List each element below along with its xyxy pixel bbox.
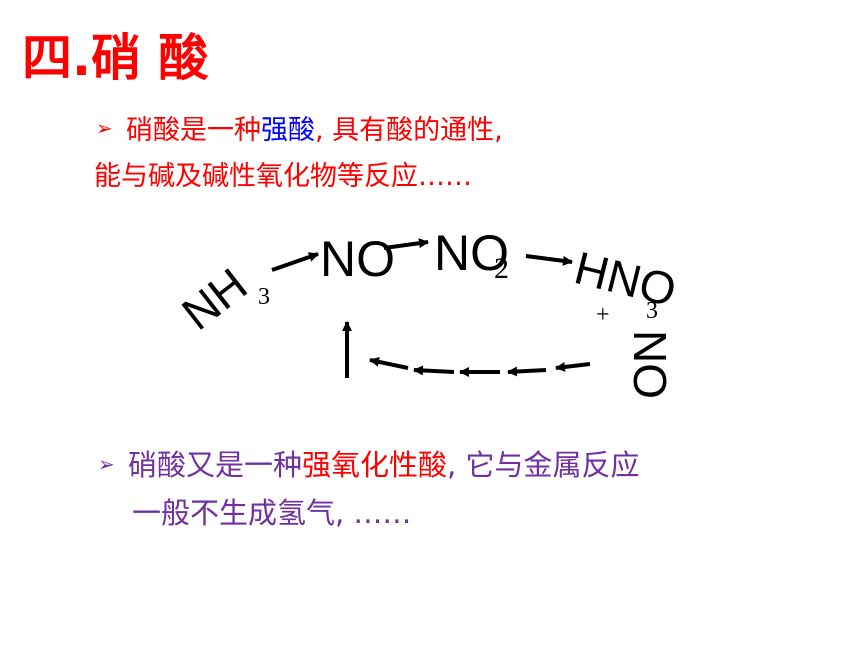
- plus-sign: +: [596, 302, 610, 328]
- formula-no2: NO: [434, 225, 509, 281]
- arrow-return-1: [555, 361, 591, 372]
- arrow-no2-to-hno3: [525, 254, 573, 266]
- formula-nh3: NH: [172, 258, 256, 340]
- arrow-return-4: [413, 365, 455, 376]
- paragraph2-text-a: 硝酸又是一种: [128, 448, 303, 482]
- paragraph1-text-b: , 具有酸的通性,: [315, 115, 503, 146]
- paragraph1-line1: ➢ 硝酸是一种强酸, 具有酸的通性,: [96, 108, 503, 154]
- arrow-return-5: [369, 356, 409, 370]
- arrow-no-to-no2: [383, 238, 429, 250]
- arrow-bullet-icon: ➢: [96, 116, 113, 140]
- formula-nh3-subscript: 3: [258, 284, 270, 310]
- paragraph2-line1: ➢ 硝酸又是一种强氧化性酸, 它与金属反应: [98, 442, 640, 490]
- paragraph2-highlight: 强氧化性酸: [302, 448, 448, 482]
- formula-no: NO: [320, 231, 395, 287]
- arrow-bullet-icon: ➢: [98, 452, 115, 476]
- arrow-return-2: [507, 366, 547, 377]
- arrow-nh3-to-no: [271, 252, 319, 272]
- paragraph1-line2: 能与碱及碱性氧化物等反应……: [94, 161, 472, 192]
- paragraph1-highlight: 强酸: [261, 115, 315, 146]
- formula-hno3-subscript: 3: [646, 298, 658, 324]
- paragraph2-text-b: , 它与金属反应: [447, 448, 640, 482]
- slide-title: 四.硝 酸: [22, 29, 209, 87]
- paragraph2-line2: 一般不生成氢气, ……: [132, 496, 412, 530]
- formula-no2-subscript: 2: [494, 252, 509, 285]
- paragraph-acid-properties: ➢ 硝酸是一种强酸, 具有酸的通性, 能与碱及碱性氧化物等反应……: [94, 108, 503, 199]
- formula-no-bottom: NO: [624, 330, 676, 399]
- paragraph-oxidizing-acid: ➢ 硝酸又是一种强氧化性酸, 它与金属反应 一般不生成氢气, ……: [98, 442, 640, 536]
- paragraph1-text-a: 硝酸是一种: [126, 115, 261, 146]
- formula-hno3: HNO: [570, 241, 682, 316]
